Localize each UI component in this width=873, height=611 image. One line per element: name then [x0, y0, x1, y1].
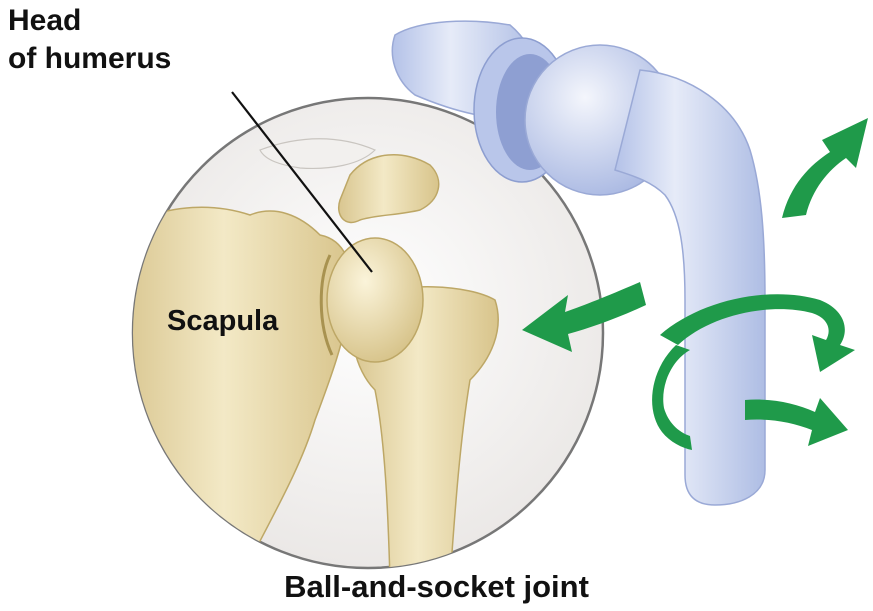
abduction-arrow-icon — [782, 118, 868, 218]
head-label-line1: Head — [8, 2, 171, 40]
figure-caption: Ball-and-socket joint — [0, 568, 873, 606]
head-of-humerus-label: Head of humerus — [8, 2, 171, 78]
head-label-line2: of humerus — [8, 40, 171, 78]
humeral-head — [327, 238, 423, 362]
scapula-label: Scapula — [167, 304, 278, 338]
